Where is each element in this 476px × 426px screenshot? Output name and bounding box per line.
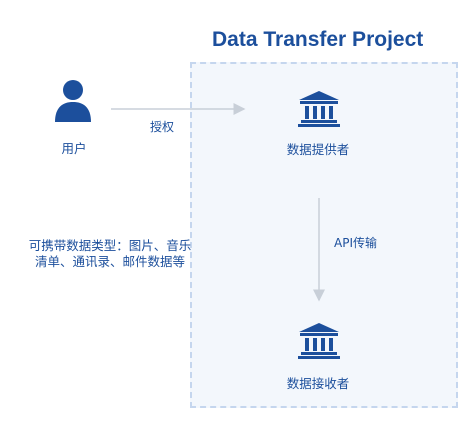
diagram-title: Data Transfer Project [212, 28, 424, 51]
institution-icon [298, 91, 340, 127]
authorize-label: 授权 [150, 120, 175, 134]
user-label: 用户 [61, 141, 87, 156]
institution-icon [298, 323, 340, 359]
person-icon [55, 80, 91, 122]
provider-label: 数据提供者 [286, 142, 350, 157]
api-transfer-label: API传输 [334, 236, 377, 250]
data-types-note: 可携带数据类型：图片、音乐清单、通讯录、邮件数据等 [28, 238, 192, 269]
receiver-label: 数据接收者 [286, 376, 350, 391]
